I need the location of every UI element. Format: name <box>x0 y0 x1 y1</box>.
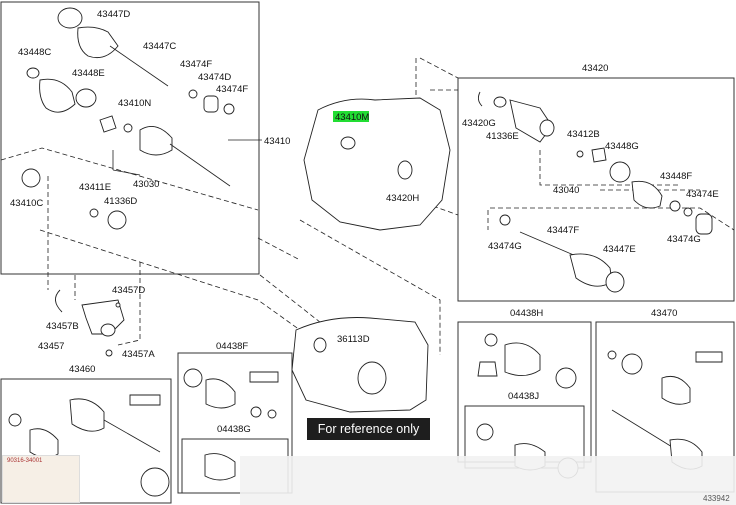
label-43448F: 43448F <box>660 171 692 182</box>
label-43420H: 43420H <box>386 193 419 204</box>
label-43474F-b: 43474F <box>216 84 248 95</box>
assembly-43470 <box>607 350 723 470</box>
part-labels: 43447D 43448C 43447C 43448E 43474F 43474… <box>10 9 719 435</box>
label-43470: 43470 <box>651 308 677 319</box>
label-41336D: 41336D <box>104 196 137 207</box>
label-04438F: 04438F <box>216 341 248 352</box>
transmission-case-lower <box>291 317 429 413</box>
assembly-43420 <box>477 91 713 293</box>
label-43410M: 43410M <box>335 112 369 123</box>
label-43457A: 43457A <box>122 349 155 360</box>
label-43474F-a: 43474F <box>180 59 212 70</box>
label-43457B: 43457B <box>46 321 79 332</box>
label-43420: 43420 <box>582 63 608 74</box>
label-41336E: 41336E <box>486 131 519 142</box>
frame-43420 <box>457 77 735 302</box>
label-43447F: 43447F <box>547 225 579 236</box>
label-43448G: 43448G <box>605 141 639 152</box>
label-04438H: 04438H <box>510 308 543 319</box>
assembly-43410 <box>21 7 262 357</box>
transmission-case-upper <box>303 97 451 231</box>
thumbnail-strip <box>240 456 736 505</box>
label-43447E: 43447E <box>603 244 636 255</box>
label-43474G-a: 43474G <box>667 234 701 245</box>
label-43412B: 43412B <box>567 129 600 140</box>
label-43410: 43410 <box>264 136 290 147</box>
label-43420G: 43420G <box>462 118 496 129</box>
label-43410N: 43410N <box>118 98 151 109</box>
label-43474D: 43474D <box>198 72 231 83</box>
label-04438G: 04438G <box>217 424 251 435</box>
boot-kit-04438F <box>183 368 279 481</box>
label-43030: 43030 <box>133 179 159 190</box>
label-43447D: 43447D <box>97 9 130 20</box>
frame-43410 <box>0 1 260 275</box>
diagram-code: 433942 <box>703 494 730 503</box>
highlight-43410M <box>333 111 369 122</box>
label-43447C: 43447C <box>143 41 176 52</box>
label-43457D: 43457D <box>112 285 145 296</box>
assembly-43460 <box>8 394 170 497</box>
label-43448E: 43448E <box>72 68 105 79</box>
label-43040: 43040 <box>553 185 579 196</box>
label-43460: 43460 <box>69 364 95 375</box>
part-tag-text: 90316-34001 <box>7 458 43 464</box>
label-43411E: 43411E <box>79 182 111 193</box>
label-43457: 43457 <box>38 341 64 352</box>
part-tag-image: 90316-34001 <box>2 455 80 503</box>
frame-43460 <box>0 378 172 504</box>
label-43474E: 43474E <box>686 189 719 200</box>
label-43474G-b: 43474G <box>488 241 522 252</box>
reference-only-note: For reference only <box>307 418 430 440</box>
label-43448C: 43448C <box>18 47 51 58</box>
label-36113D: 36113D <box>337 334 370 345</box>
label-04438J: 04438J <box>508 391 539 402</box>
label-43410C: 43410C <box>10 198 43 209</box>
